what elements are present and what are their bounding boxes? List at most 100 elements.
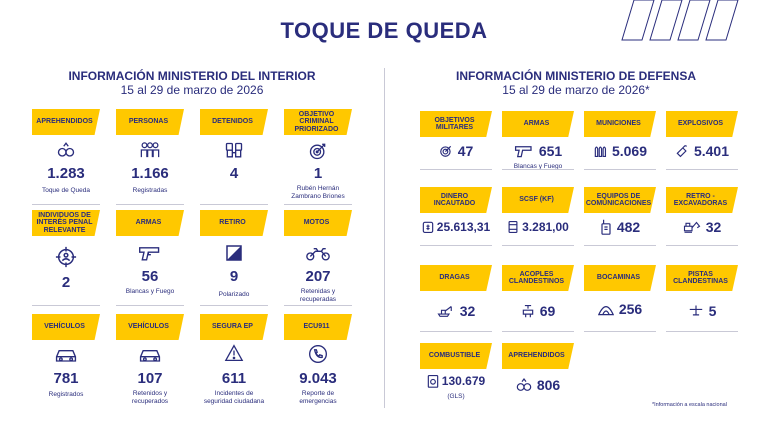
interior-card-vehiculos-registrados: VEHÍCULOS 781 Registrados <box>32 314 100 410</box>
card-underline <box>284 204 352 205</box>
card-underline <box>502 331 574 332</box>
card-value: 47 <box>457 143 474 159</box>
card-underline <box>200 305 268 306</box>
card-label: MUNICIONES <box>584 111 656 137</box>
card-value: 207 <box>305 268 331 285</box>
card-label: ACOPLES CLANDESTINOS <box>502 265 574 291</box>
interior-card-vehiculos-retenidos: VEHÍCULOS 107 Retenidos y recuperados <box>116 314 184 410</box>
card-label: DRAGAS <box>420 265 492 291</box>
defensa-card-dinero: DINERO INCAUTADO 25.613,31 <box>420 187 492 246</box>
card-underline <box>584 169 656 170</box>
defensa-heading: INFORMACIÓN MINISTERIO DE DEFENSA <box>455 69 696 83</box>
plane-icon <box>688 302 704 320</box>
card-label: ARMAS <box>502 111 574 137</box>
tint-icon <box>200 244 268 262</box>
footnote: *Información a escala nacional <box>652 402 727 408</box>
gun-icon <box>514 142 534 160</box>
interior-card-objetivo-criminal: OBJETIVO CRIMINAL PRIORIZADO 1 Rubén Her… <box>284 109 352 205</box>
card-subtitle: Rubén Hernán Zambrano Briones <box>291 185 345 200</box>
card-label: SEGURA EP <box>200 314 268 340</box>
card-value: 5.401 <box>693 143 730 159</box>
card-label: ECU911 <box>284 314 352 340</box>
card-value: 1 <box>313 165 323 182</box>
card-value: 5 <box>708 303 717 319</box>
defensa-card-equipos: EQUIPOS DE COMUNICACIONES 482 <box>584 187 656 246</box>
motorcycle-icon <box>284 244 352 262</box>
card-value: 32 <box>459 303 476 319</box>
mine-icon <box>597 300 614 318</box>
card-subtitle: Incidentes de seguridad ciudadana <box>203 390 265 405</box>
card-label: SCSF (KF) <box>502 187 574 213</box>
card-value: 3.281,00 <box>522 220 569 234</box>
interior-heading: INFORMACIÓN MINISTERIO DEL INTERIOR <box>68 69 316 83</box>
interior-card-retiro: RETIRO 9 Polarizado <box>200 210 268 306</box>
card-label: EXPLOSIVOS <box>666 111 738 137</box>
radio-icon <box>600 218 612 236</box>
card-value: 9.043 <box>299 370 337 387</box>
defensa-card-pistas: PISTAS CLANDESTINAS 5 <box>666 265 738 332</box>
excavator-icon <box>683 218 701 236</box>
interior-card-motos: MOTOS 207 Retenidas y recuperadas <box>284 210 352 306</box>
card-label: DINERO INCAUTADO <box>420 187 492 213</box>
card-subtitle: Retenidas y recuperadas <box>299 288 337 303</box>
interior-card-armas: ARMAS 56 Blancas y Fuego <box>116 210 184 306</box>
card-label: MOTOS <box>284 210 352 236</box>
card-underline <box>584 331 656 332</box>
card-underline <box>116 305 184 306</box>
interior-card-ecu911: ECU911 9.043 Reporte de emergencias <box>284 314 352 410</box>
defensa-card-aprehendidos: APREHENDIDOS 806 <box>502 343 574 394</box>
bullets-icon <box>593 142 607 160</box>
card-value: 1.283 <box>47 165 85 182</box>
card-value: 130.679 <box>441 374 486 388</box>
card-underline <box>116 204 184 205</box>
card-label: EQUIPOS DE COMUNICACIONES <box>584 187 656 213</box>
card-underline <box>502 245 574 246</box>
car-icon <box>116 346 184 364</box>
barrel-icon <box>507 218 519 236</box>
card-label: INDIVIDUOS DE INTERÉS PENAL RELEVANTE <box>32 210 100 236</box>
card-label: DETENIDOS <box>200 109 268 135</box>
page-title: TOQUE DE QUEDA <box>280 18 488 43</box>
interior-card-detenidos: DETENIDOS 4 <box>200 109 268 205</box>
handcuffs-icon <box>516 376 532 394</box>
interior-card-personas: PERSONAS 1.166 Registradas <box>116 109 184 205</box>
card-underline <box>420 169 492 170</box>
card-value: 2 <box>61 274 71 291</box>
card-label: APREHENDIDOS <box>32 109 100 135</box>
defensa-card-dragas: DRAGAS 32 <box>420 265 492 332</box>
card-value: 651 <box>538 143 563 159</box>
card-underline <box>32 305 100 306</box>
card-label: RETIRO <box>200 210 268 236</box>
defensa-card-retroexcavadoras: RETRO - EXCAVADORAS 32 <box>666 187 738 246</box>
car-icon <box>32 346 100 364</box>
interior-date: 15 al 29 de marzo de 2026 <box>120 83 264 97</box>
card-value: 9 <box>229 268 239 285</box>
card-subtitle: (GLS) <box>447 393 465 400</box>
explosive-icon <box>675 142 689 160</box>
defensa-card-scsf: SCSF (KF) 3.281,00 <box>502 187 574 246</box>
warning-icon <box>200 344 268 362</box>
card-value: 806 <box>536 377 561 393</box>
card-value: 69 <box>539 303 556 319</box>
dredge-icon <box>437 302 455 320</box>
card-underline <box>32 204 100 205</box>
card-subtitle: Registradas <box>132 187 168 194</box>
interior-card-individuos: INDIVIDUOS DE INTERÉS PENAL RELEVANTE 2 <box>32 210 100 306</box>
card-value: 56 <box>141 268 159 285</box>
target-icon <box>284 141 352 161</box>
card-value: 25.613,31 <box>436 220 491 234</box>
card-subtitle: Registrados <box>48 391 84 398</box>
card-underline <box>420 331 492 332</box>
valve-icon <box>521 302 535 320</box>
card-underline <box>666 169 738 170</box>
defensa-card-objetivos-militares: OBJETIVOS MILITARES 47 <box>420 111 492 170</box>
card-subtitle: Polarizado <box>218 291 250 298</box>
defensa-card-explosivos: EXPLOSIVOS 5.401 <box>666 111 738 170</box>
card-subtitle: Blancas y Fuego <box>125 288 175 295</box>
card-label: VEHÍCULOS <box>116 314 184 340</box>
card-subtitle: Reporte de emergencias <box>299 390 337 405</box>
decorative-stripes <box>621 0 739 41</box>
phone-icon <box>284 344 352 364</box>
card-label: BOCAMINAS <box>584 265 656 291</box>
card-subtitle: Toque de Queda <box>41 187 91 194</box>
